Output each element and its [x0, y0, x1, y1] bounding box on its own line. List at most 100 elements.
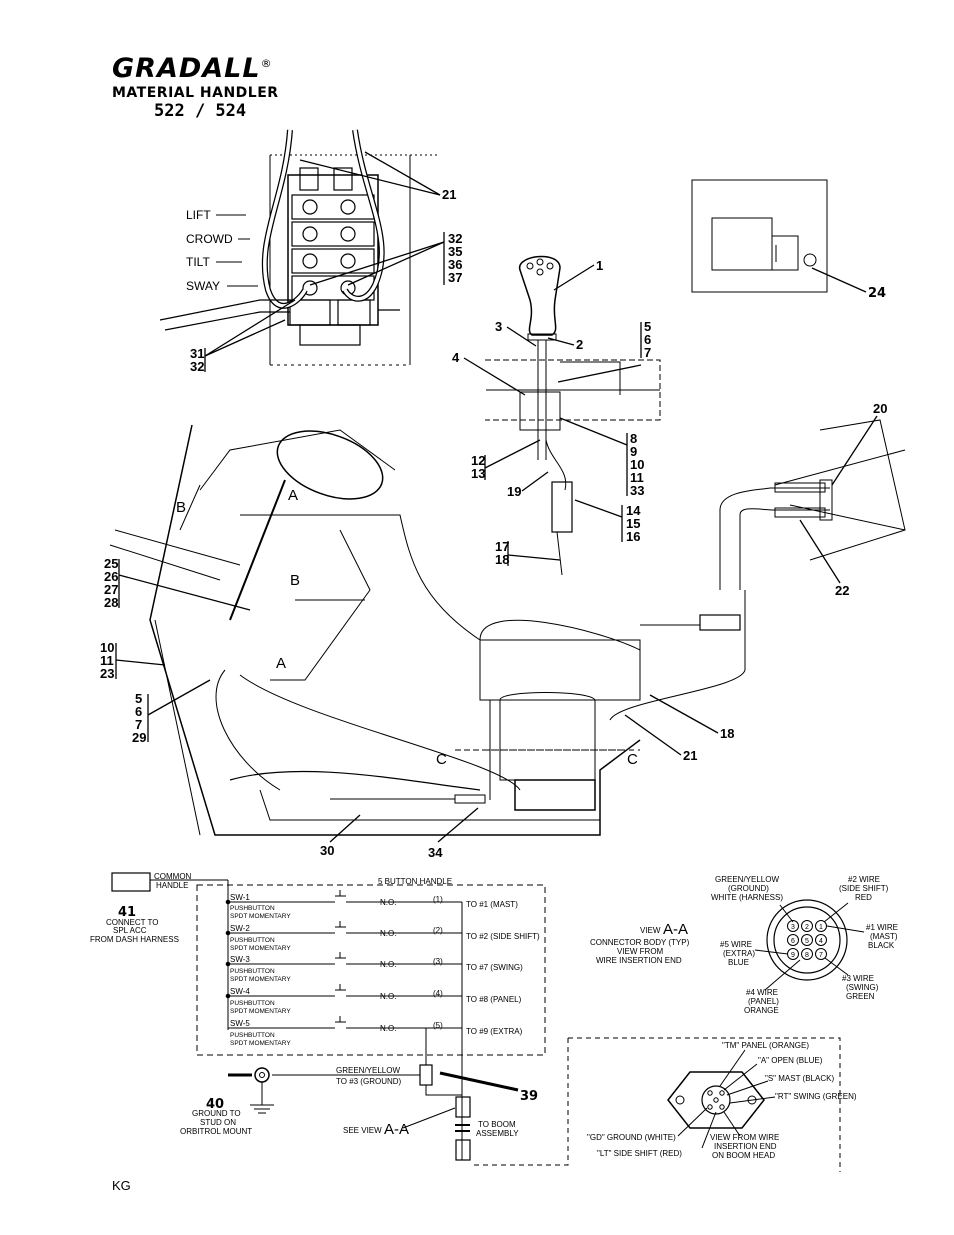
r-line1: #1 WIRE — [866, 923, 898, 932]
sw1-name: SW-1 — [230, 893, 250, 902]
common-handle-line1: COMMON — [154, 872, 192, 881]
callout-2: 2 — [576, 337, 583, 352]
boom-view-line2: INSERTION END — [714, 1142, 777, 1151]
registered-mark: ® — [260, 57, 273, 70]
sw5-dest: TO #9 (EXTRA) — [466, 1027, 523, 1036]
callout-7a: 7 — [644, 345, 651, 360]
label-tilt: TILT — [186, 255, 210, 269]
joystick-leaders — [463, 264, 642, 566]
callout-12: 12 — [471, 453, 485, 468]
callout-16: 16 — [626, 529, 640, 544]
sw2-dest: TO #2 (SIDE SHIFT) — [466, 932, 540, 941]
sw2-type2: SPDT MOMENTARY — [230, 945, 291, 952]
callout-15: 15 — [626, 516, 640, 531]
l-line2: (EXTRA) — [723, 949, 755, 958]
label-sway: SWAY — [186, 279, 220, 293]
callout-26: 26 — [104, 569, 118, 584]
callout-10b: 10 — [100, 640, 114, 655]
callout-21b: 21 — [683, 748, 697, 763]
joystick-callouts: 1 2 3 4 5 6 7 8 9 10 11 33 12 13 19 14 1… — [452, 258, 651, 567]
pin-4: 4 — [819, 938, 823, 945]
callout-36: 36 — [448, 257, 462, 272]
pin-rt-label: "RT" SWING (GREEN) — [775, 1092, 857, 1101]
l-line1: #5 WIRE — [720, 940, 752, 949]
callout-18a: 18 — [495, 552, 509, 567]
sw5-pin: (5) — [433, 1021, 443, 1030]
callout-25: 25 — [104, 556, 118, 571]
section-a-mid: A — [276, 655, 286, 672]
brand-name: GRADALL — [112, 53, 261, 84]
sw4-name: SW-4 — [230, 987, 250, 996]
pin-lt-label: "LT" SIDE SHIFT (RED) — [597, 1149, 682, 1158]
section-c-right: C — [627, 751, 638, 768]
sw1-contact: N.O. — [380, 898, 396, 907]
ground-to-line2: STUD ON — [200, 1118, 236, 1127]
boom-view-line3: ON BOOM HEAD — [712, 1151, 775, 1160]
pin-1: 1 — [819, 924, 823, 931]
valve-bank-drawing — [159, 129, 440, 366]
callout-32b: 32 — [190, 359, 204, 374]
page-code: KG — [112, 1178, 131, 1193]
callout-37: 37 — [448, 270, 462, 285]
callout-17: 17 — [495, 539, 509, 554]
view-aa-desc2: VIEW FROM — [617, 947, 664, 956]
callout-8: 8 — [630, 431, 637, 446]
cab-drawing — [109, 419, 906, 836]
pin-2: 2 — [805, 924, 809, 931]
sw1-type2: SPDT MOMENTARY — [230, 913, 291, 920]
callout-3: 3 — [495, 319, 502, 334]
callout-40: 40 — [206, 1097, 224, 1112]
ground-wire-line2: TO #3 (GROUND) — [336, 1077, 402, 1086]
switch-rows — [225, 890, 462, 1029]
sw3-name: SW-3 — [230, 955, 250, 964]
sw4-type2: SPDT MOMENTARY — [230, 1008, 291, 1015]
sw5-type1: PUSHBUTTON — [230, 1032, 275, 1039]
view-aa-pins: 3 2 1 6 5 4 9 8 7 — [791, 924, 823, 959]
callout-27: 27 — [104, 582, 118, 597]
callout-22: 22 — [835, 583, 849, 598]
callout-14: 14 — [626, 503, 641, 518]
pin-tm-label: "TM" PANEL (ORANGE) — [722, 1041, 809, 1050]
see-view-letters: A-A — [384, 1121, 409, 1138]
sw4-pin: (4) — [433, 989, 443, 998]
section-a-top: A — [288, 487, 298, 504]
mount-bracket-drawing — [691, 179, 828, 293]
connect-to-line3: FROM DASH HARNESS — [90, 935, 179, 944]
tl-line2: (GROUND) — [728, 884, 769, 893]
pin-6: 6 — [791, 938, 795, 945]
label-crowd: CROWD — [186, 232, 233, 246]
callout-11b: 11 — [100, 653, 114, 668]
callout-5a: 5 — [644, 319, 651, 334]
view-aa-connector — [754, 899, 865, 991]
b-line3: ORANGE — [744, 1006, 779, 1015]
sw2-name: SW-2 — [230, 924, 250, 933]
connect-to-line2: SPL ACC — [113, 926, 147, 935]
tr-line1: #2 WIRE — [848, 875, 880, 884]
common-handle-line2: HANDLE — [156, 881, 188, 890]
label-lift: LIFT — [186, 208, 211, 222]
ground-to-line1: GROUND TO — [192, 1109, 241, 1118]
callout-35: 35 — [448, 244, 462, 259]
sw2-pin: (2) — [433, 926, 443, 935]
cab-leaders — [115, 415, 878, 843]
to-boom-line1: TO BOOM — [478, 1120, 516, 1129]
pin-8: 8 — [805, 952, 809, 959]
callout-39: 39 — [520, 1089, 538, 1104]
tl-line3: WHITE (HARNESS) — [711, 893, 783, 902]
valve-labels: LIFT CROWD TILT SWAY — [186, 208, 233, 293]
section-b-top: B — [176, 499, 186, 516]
see-view-label: SEE VIEW — [343, 1126, 382, 1135]
valve-callouts: 21 32 35 36 37 31 32 — [190, 187, 462, 374]
view-aa-letters: A-A — [663, 921, 688, 938]
pin-3: 3 — [791, 924, 795, 931]
callout-10a: 10 — [630, 457, 644, 472]
pin-7: 7 — [819, 952, 823, 959]
sw4-contact: N.O. — [380, 992, 396, 1001]
sw4-type1: PUSHBUTTON — [230, 1000, 275, 1007]
r-line2: (MAST) — [870, 932, 898, 941]
callout-33: 33 — [630, 483, 644, 498]
connect-to-line1: CONNECT TO — [106, 918, 158, 927]
view-aa-desc3: WIRE INSERTION END — [596, 956, 682, 965]
